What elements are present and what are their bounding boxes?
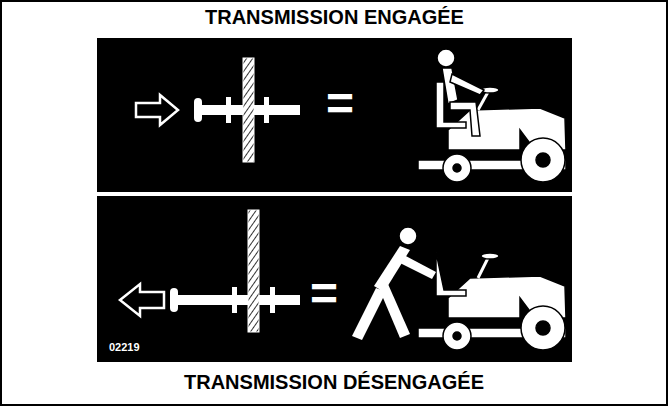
part-number: 02219	[109, 342, 140, 353]
equals-sign: =	[326, 80, 354, 128]
arrow-left	[120, 284, 164, 316]
shift-rod	[170, 210, 300, 332]
decal-title: TRANSMISSION ENGAGÉE	[205, 6, 464, 29]
equals-sign: =	[310, 270, 338, 318]
bottom-panel	[97, 196, 572, 362]
top-panel	[97, 38, 572, 192]
shift-rod	[194, 58, 300, 162]
rider-tractor	[418, 49, 566, 182]
decal-caption: TRANSMISSION DÉSENGAGÉE	[184, 371, 484, 394]
arrow-right	[136, 95, 178, 125]
pushing-person-tractor	[352, 227, 566, 350]
